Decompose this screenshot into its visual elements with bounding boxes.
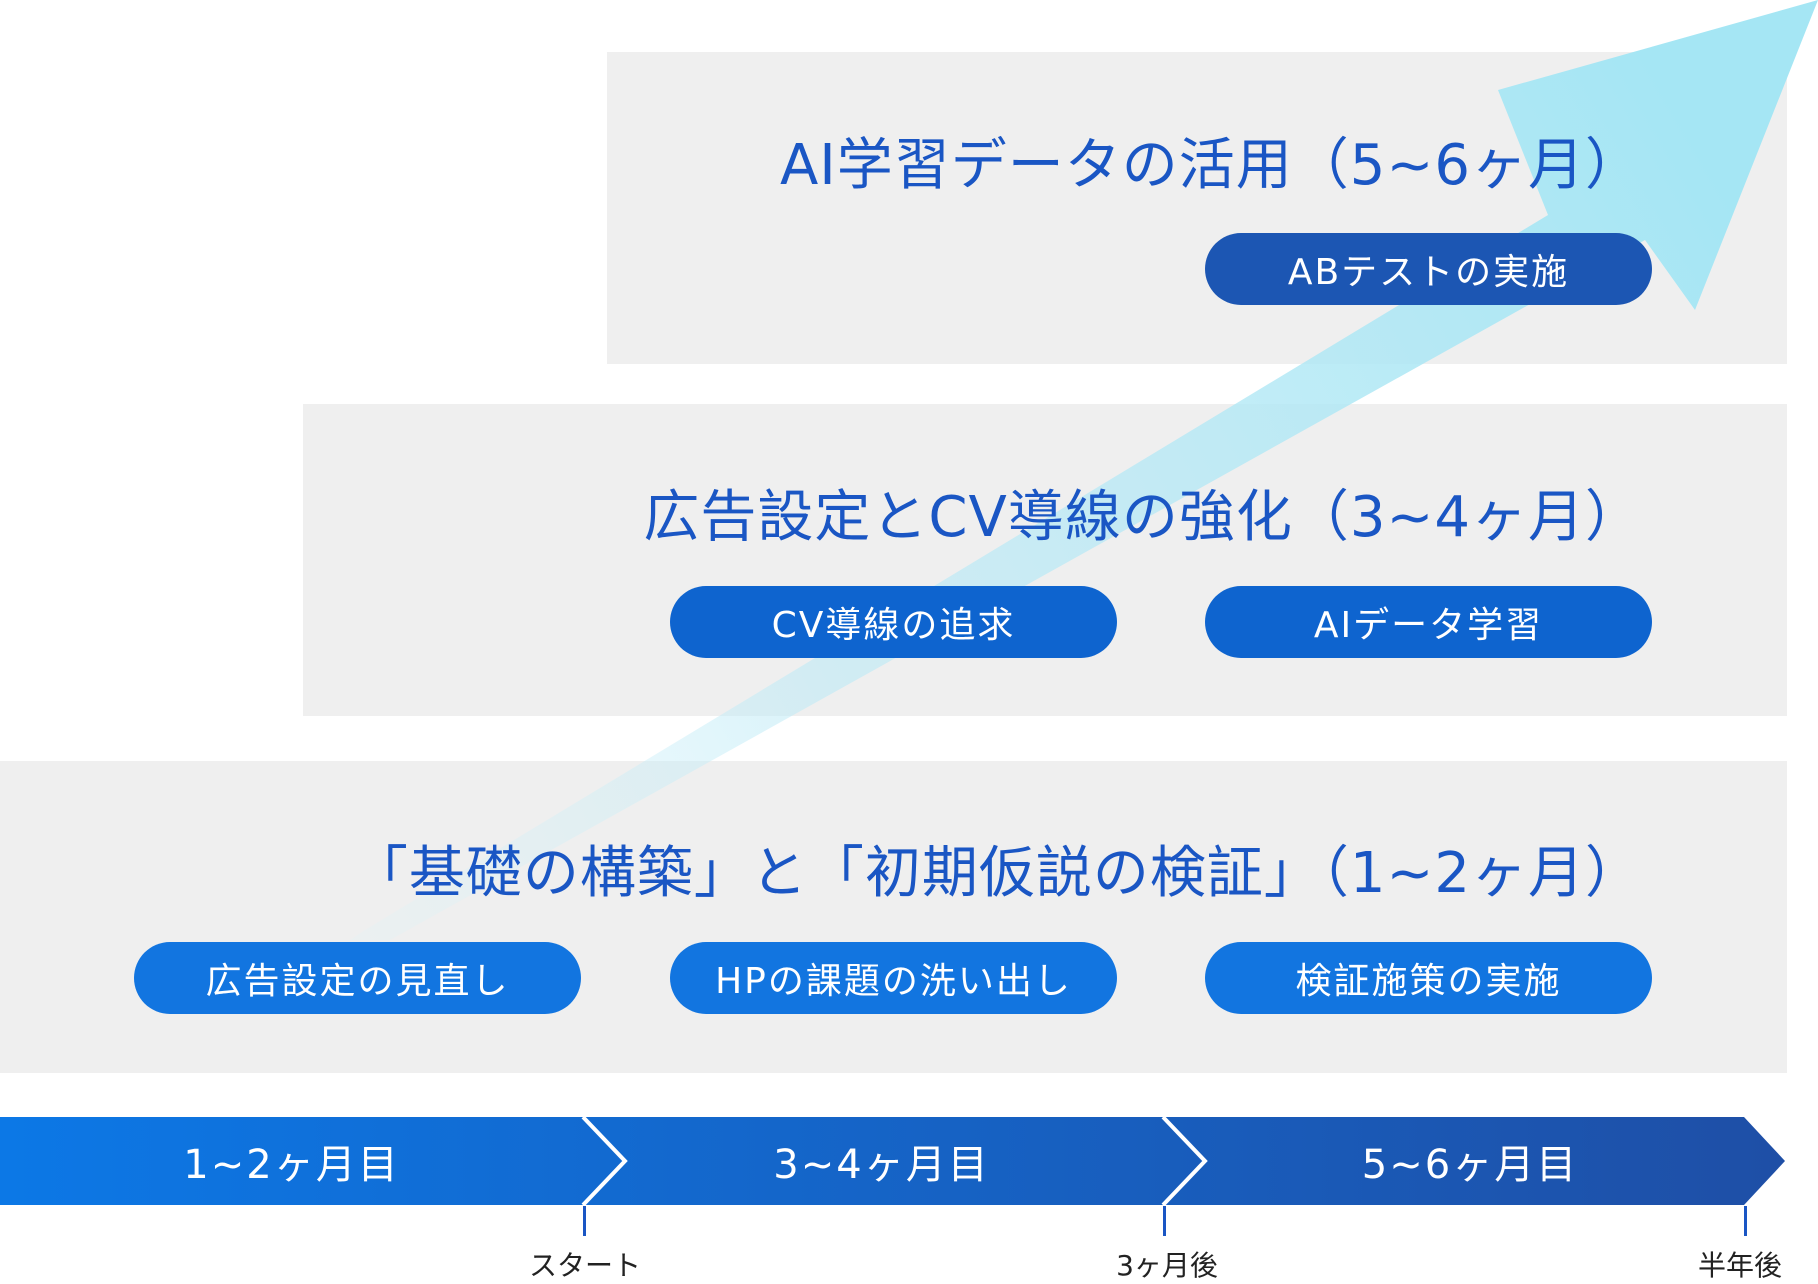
ai-data-learning-pill[interactable]: AIデータ学習 (1205, 586, 1652, 658)
tick-label-half-year: 半年後 (1697, 1249, 1783, 1282)
timeline-bar (0, 1117, 1785, 1205)
phase-3-panel (607, 52, 1787, 364)
tick-start (583, 1206, 586, 1236)
hp-issues-pill[interactable]: HPの課題の洗い出し (670, 942, 1117, 1014)
tick-3-months (1163, 1206, 1166, 1236)
ad-settings-review-pill[interactable]: 広告設定の見直し (134, 942, 581, 1014)
timeline-segment-2: 3~4ヶ月目 (773, 1142, 990, 1188)
timeline-segment-3: 5~6ヶ月目 (1361, 1142, 1579, 1188)
phase-1-title: 「基礎の構築」と「初期仮説の検証」（1~2ヶ月） (351, 841, 1642, 906)
phase-2-title: 広告設定とCV導線の強化（3~4ヶ月） (643, 485, 1642, 550)
phase-1-panel (0, 761, 1787, 1073)
phase-2-panel (303, 404, 1787, 716)
tick-label-3-months: 3ヶ月後 (1116, 1249, 1218, 1282)
cv-funnel-pill[interactable]: CV導線の追求 (670, 586, 1117, 658)
tick-label-start: スタート (528, 1249, 642, 1282)
phase-3-title: AI学習データの活用（5~6ヶ月） (779, 133, 1642, 198)
verification-measures-pill[interactable]: 検証施策の実施 (1205, 942, 1652, 1014)
ab-test-pill[interactable]: ABテストの実施 (1205, 233, 1652, 305)
timeline-segment-1: 1~2ヶ月目 (183, 1142, 400, 1188)
tick-half-year (1744, 1206, 1747, 1236)
